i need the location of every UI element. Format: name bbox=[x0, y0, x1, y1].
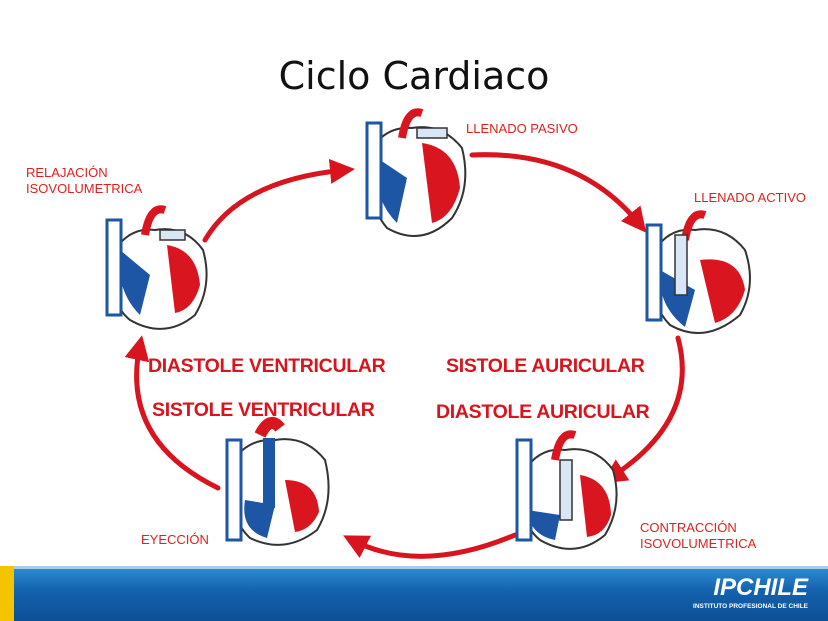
arrow-activo-to-contraccion bbox=[601, 335, 685, 484]
logo-main-text: IPCHILE bbox=[713, 574, 808, 601]
label-relajacion-isovolumetrica: RELAJACIÓN ISOVOLUMETRICA bbox=[26, 165, 143, 196]
phase-diastole-auricular: DIASTOLE AURICULAR bbox=[436, 401, 650, 423]
label-contraccion-isovolumetrica: CONTRACCIÓN ISOVOLUMETRICA bbox=[640, 520, 757, 551]
logo-sub-text: INSTITUTO PROFESIONAL DE CHILE bbox=[693, 603, 808, 610]
heart-llenado-pasivo bbox=[365, 108, 467, 237]
heart-contraccion bbox=[515, 430, 618, 550]
phase-sistole-ventricular: SISTOLE VENTRICULAR bbox=[152, 399, 375, 421]
phase-sistole-auricular: SISTOLE AURICULAR bbox=[446, 355, 645, 377]
slide-title: Ciclo Cardiaco bbox=[278, 54, 550, 98]
arrow-pasivo-to-activo bbox=[469, 152, 647, 233]
arrow-contraccion-to-eyeccion bbox=[343, 532, 518, 559]
arrow-eyeccion-to-relajacion bbox=[124, 335, 221, 491]
arrow-relajacion-to-pasivo bbox=[202, 158, 355, 243]
ipchile-logo: IPCHILE INSTITUTO PROFESIONAL DE CHILE bbox=[693, 572, 808, 616]
heart-relajacion bbox=[105, 205, 208, 330]
phase-diastole-ventricular: DIASTOLE VENTRICULAR bbox=[148, 355, 386, 377]
cardiac-cycle-diagram bbox=[105, 108, 751, 559]
footer-bar: IPCHILE INSTITUTO PROFESIONAL DE CHILE bbox=[0, 566, 828, 621]
label-llenado-activo: LLENADO ACTIVO bbox=[694, 190, 806, 205]
heart-eyeccion bbox=[225, 416, 330, 546]
footer-highlight bbox=[0, 566, 828, 569]
heart-llenado-activo bbox=[645, 210, 751, 334]
label-eyeccion: EYECCIÓN bbox=[141, 532, 209, 547]
footer-accent-stripe bbox=[0, 566, 14, 621]
label-llenado-pasivo: LLENADO PASIVO bbox=[466, 121, 578, 136]
